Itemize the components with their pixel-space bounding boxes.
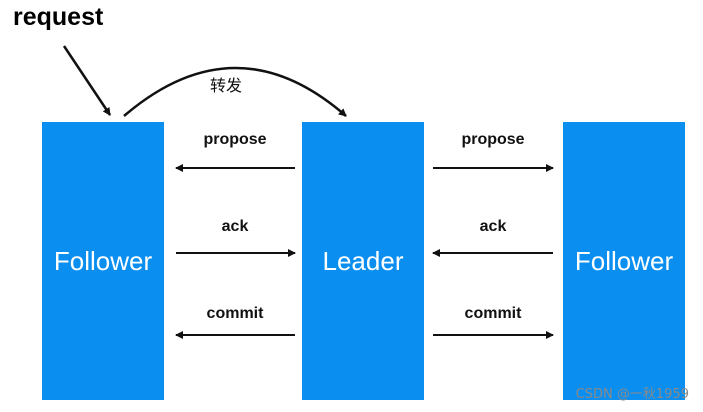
left-propose-label: propose [203, 131, 267, 148]
request-label: request [13, 3, 104, 31]
forward-arrow [123, 66, 347, 117]
right-ack-label: ack [479, 218, 507, 235]
leader-box: Leader [302, 122, 424, 400]
request-arrow [62, 45, 112, 116]
follower-right-box: Follower [563, 122, 685, 400]
follower-left-box: Follower [42, 122, 164, 400]
leader-label: Leader [322, 245, 404, 276]
right-commit-label: commit [464, 305, 522, 322]
watermark: CSDN @一秋1959 [575, 387, 689, 402]
left-ack-label: ack [221, 218, 249, 235]
left-commit-label: commit [206, 305, 264, 322]
forward-label: 转发 [210, 76, 243, 95]
right-propose-label: propose [461, 131, 525, 148]
follower-left-label: Follower [53, 245, 153, 276]
follower-right-label: Follower [574, 245, 674, 276]
